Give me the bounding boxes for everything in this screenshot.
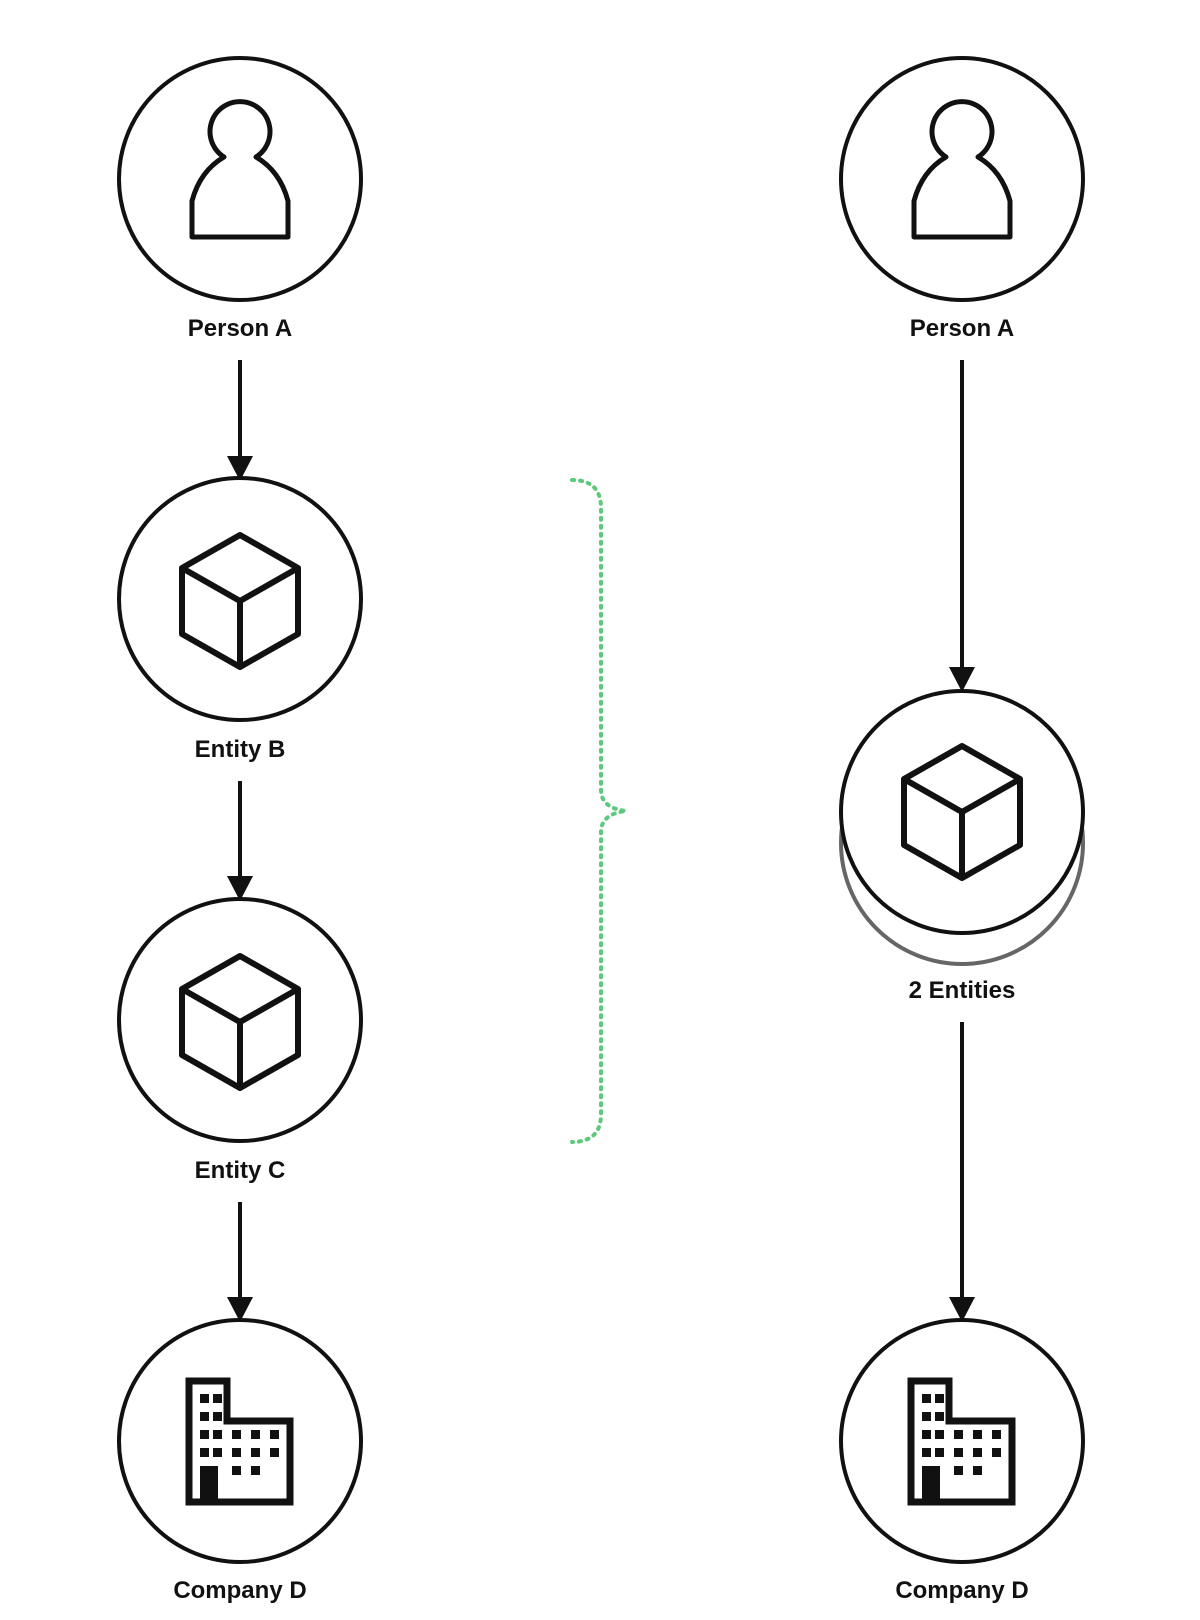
node-circle <box>839 56 1085 302</box>
arrow <box>949 1022 975 1322</box>
node-label: Company D <box>895 1577 1028 1604</box>
node-label: Entity C <box>195 1157 286 1184</box>
left-person-node: Person A <box>117 56 363 342</box>
grouping-brace <box>570 478 627 1144</box>
node-label: Person A <box>188 315 292 342</box>
node-label: Company D <box>173 1577 306 1604</box>
left-entity-c-node: Entity C <box>117 897 363 1184</box>
node-circle <box>117 1318 363 1564</box>
node-circle <box>839 1318 1085 1564</box>
left-company-node: Company D <box>117 1318 363 1604</box>
node-circle <box>117 56 363 302</box>
arrow <box>227 360 253 481</box>
arrow <box>227 781 253 901</box>
node-label: Person A <box>910 315 1014 342</box>
left-entity-b-node: Entity B <box>117 476 363 763</box>
right-company-node: Company D <box>839 1318 1085 1604</box>
node-label: Entity B <box>195 736 286 763</box>
node-label: 2 Entities <box>909 977 1016 1004</box>
right-entities-node: 2 Entities <box>839 689 1085 1004</box>
right-person-node: Person A <box>839 56 1085 342</box>
arrow <box>227 1202 253 1322</box>
arrow <box>949 360 975 692</box>
